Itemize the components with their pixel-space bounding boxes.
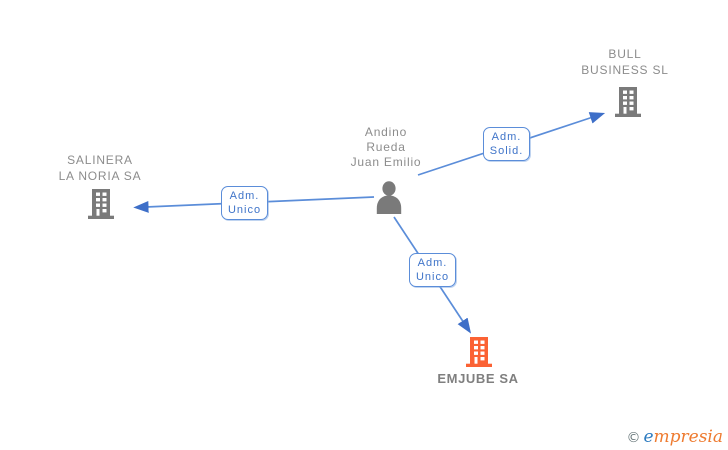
watermark-brand-first-letter: e	[643, 427, 654, 447]
edge-label-adm-unico-salinera: Adm. Unico	[221, 186, 268, 220]
node-label-bull-business-sl[interactable]: BULL BUSINESS SL	[555, 46, 695, 78]
edge-label-line: Unico	[415, 271, 450, 283]
node-label-emjube-sa[interactable]: EMJUBE SA	[408, 371, 548, 387]
person-name-line: Rueda	[366, 140, 406, 154]
company-name-line: SALINERA	[67, 153, 133, 167]
edge-label-line: Adm.	[417, 257, 448, 269]
company-name-line: LA NORIA SA	[58, 169, 142, 183]
edge-label-line: Adm.	[229, 190, 260, 202]
node-label-andino-rueda-juan-emilio[interactable]: Andino Rueda Juan Emilio	[316, 125, 456, 170]
person-name-line: Andino	[364, 125, 408, 139]
building-icon-salinera-la-noria-sa[interactable]	[86, 188, 116, 220]
building-icon-bull-business-sl[interactable]	[613, 86, 643, 118]
edge-label-adm-solid: Adm. Solid.	[483, 127, 530, 161]
company-name-line: EMJUBE SA	[437, 371, 519, 386]
edge-label-line: Unico	[227, 204, 262, 216]
copyright-icon: ©	[626, 430, 641, 446]
edge-label-line: Solid.	[489, 145, 524, 157]
company-name-line: BUSINESS SL	[581, 63, 669, 77]
empresia-watermark-logo: ©empresia	[626, 427, 723, 447]
person-name-line: Juan Emilio	[350, 155, 422, 169]
edge-label-adm-unico-emjube: Adm. Unico	[409, 253, 456, 287]
company-name-line: BULL	[608, 47, 642, 61]
person-icon-andino-rueda-juan-emilio[interactable]	[374, 181, 404, 214]
node-label-salinera-la-noria-sa[interactable]: SALINERA LA NORIA SA	[30, 152, 170, 184]
building-icon-emjube-sa[interactable]	[464, 336, 494, 368]
watermark-brand-rest: mpresia	[653, 427, 724, 447]
edge-label-line: Adm.	[491, 131, 522, 143]
